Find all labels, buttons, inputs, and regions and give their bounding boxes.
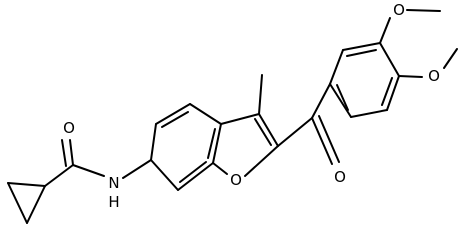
- bond: [406, 9, 441, 12]
- bond: [26, 185, 46, 224]
- carbonyl-double-bond: [69, 139, 74, 166]
- furan-ring: O: [212, 113, 279, 189]
- carbonyl-double-bond: [61, 139, 67, 167]
- double-bond-inner: [346, 49, 377, 57]
- bond: [398, 75, 423, 78]
- ketone-group: O: [277, 83, 346, 186]
- double-bond-inner: [381, 77, 393, 106]
- amide-hydrogen-label: H: [108, 193, 119, 211]
- ketone-oxygen-label: O: [334, 168, 346, 186]
- bond: [122, 159, 152, 179]
- bond: [212, 123, 222, 164]
- bond: [72, 164, 105, 177]
- bond: [7, 182, 46, 187]
- amide-nitrogen-label: N: [108, 174, 119, 192]
- bond: [311, 83, 331, 119]
- methoxy-groups: O O: [379, 1, 458, 85]
- bond: [277, 117, 313, 147]
- furan-oxygen-label: O: [230, 171, 242, 189]
- dimethoxyphenyl-ring: [329, 42, 400, 118]
- bond: [329, 83, 352, 118]
- carbonyl-double-bond: [318, 115, 340, 163]
- bond: [150, 159, 179, 191]
- structure-canvas: O O O O: [7, 1, 458, 224]
- methoxy-oxygen-top-label: O: [393, 1, 405, 19]
- molecule-diagram: O O O O: [7, 1, 458, 224]
- bond: [244, 145, 279, 177]
- double-bond-inner: [179, 161, 207, 183]
- benzene-ring: [150, 103, 222, 191]
- bond: [44, 164, 74, 187]
- double-bond-inner: [336, 84, 349, 111]
- bond: [342, 42, 381, 51]
- bond: [329, 49, 344, 85]
- bond: [443, 48, 458, 69]
- double-bond-inner: [254, 118, 272, 146]
- bond: [7, 182, 28, 224]
- bond: [150, 123, 157, 161]
- bond: [155, 103, 191, 125]
- bond: [189, 103, 222, 125]
- methoxy-oxygen-side-label: O: [428, 67, 440, 85]
- bond: [379, 17, 391, 44]
- bond: [258, 113, 279, 147]
- bond: [177, 162, 214, 191]
- bond: [386, 75, 400, 111]
- bond: [212, 162, 228, 175]
- methyl-bond: [258, 74, 263, 115]
- double-bond-inner: [207, 128, 216, 159]
- double-bond-inner: [161, 111, 189, 128]
- bond: [379, 42, 400, 77]
- amide-group: N H O: [61, 119, 152, 211]
- bond: [220, 113, 260, 125]
- bond: [350, 109, 388, 118]
- carbonyl-double-bond: [311, 117, 333, 165]
- cyclopropyl-ring: [7, 164, 74, 224]
- amide-oxygen-label: O: [63, 119, 75, 137]
